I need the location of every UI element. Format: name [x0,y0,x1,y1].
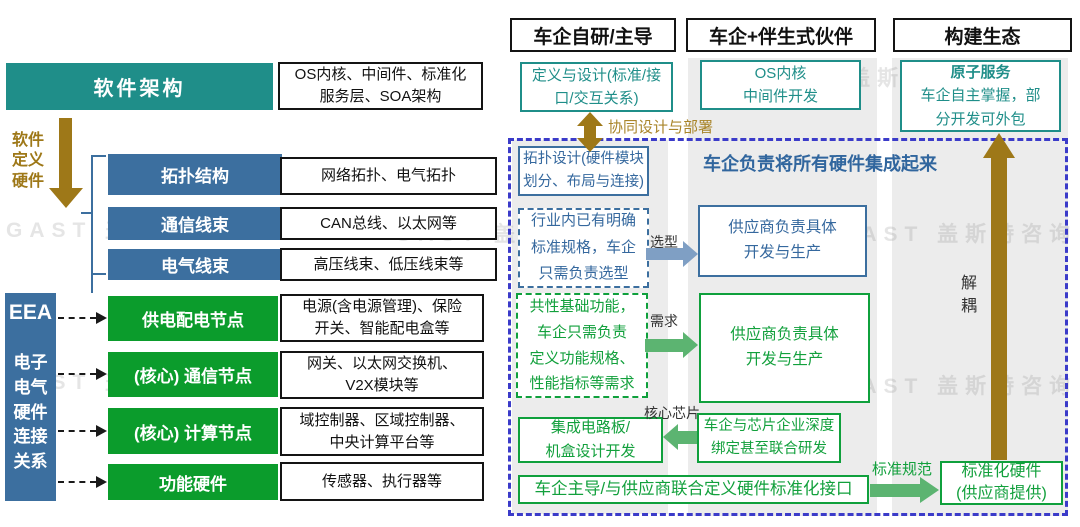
atomic-service-body: 车企自主掌握，部 分开发可外包 [920,87,1041,128]
bracket-middle-stub [81,212,91,214]
hardware-integration-frame [508,138,1068,516]
demand-label: 需求 [650,313,678,329]
decouple-arrowhead [983,133,1015,158]
column3-background-band [892,58,1068,516]
supplier-dev-blue-box: 供应商负责具体 开发与生产 [698,205,867,277]
bracket-bottom-stub [91,273,106,275]
common-function-box: 共性基础功能， 车企只需负责 定义功能规格、 性能指标等需求 [516,293,648,398]
core-chip-label: 核心芯片 [644,405,700,421]
chip-partnership-box: 车企与芯片企业深度 绑定甚至联合研发 [697,413,841,463]
core-chip-arrow-shaft [678,431,697,444]
collab-design-deploy-label: 协同设计与部署 [608,119,714,136]
computing-node-desc: 域控制器、区域控制器、 中央计算平台等 [280,407,484,456]
collab-arrow-shaft [584,125,596,139]
eea-arrowhead [96,476,107,488]
eea-dashed-line [58,373,96,375]
eea-arrowhead [96,368,107,380]
power-distribution-node-row: 供电配电节点 [108,296,278,341]
selection-arrow-shaft [646,248,683,260]
bracket-vertical-line [91,155,93,293]
software-defines-hardware-label: 软件 定义 硬件 [12,132,45,190]
header-oem-plus-partner: 车企+伴生式伙伴 [686,18,876,52]
communication-harness-row: 通信线束 [108,207,282,240]
communication-node-row: (核心) 通信节点 [108,352,278,397]
integration-title: 车企负责将所有硬件集成起来 [703,154,937,174]
standard-spec-arrowhead [920,477,939,503]
eea-dashed-line [58,430,96,432]
circuit-board-box: 集成电路板/ 机盒设计开发 [518,417,663,463]
supplier-dev-green-box: 供应商负责具体 开发与生产 [699,293,870,403]
computing-node-row: (核心) 计算节点 [108,408,278,454]
communication-harness-desc: CAN总线、以太网等 [280,207,497,240]
topology-structure-row: 拓扑结构 [108,154,282,195]
electrical-harness-row: 电气线束 [108,249,282,280]
eea-label: EEA [8,301,53,324]
topology-structure-desc: 网络拓扑、电气拓扑 [280,157,497,195]
eea-arrowhead [96,312,107,324]
core-chip-arrowhead [663,424,678,450]
electrical-harness-desc: 高压线束、低压线束等 [280,248,497,281]
eea-desc: 电子 电气 硬件 连接 关系 [13,353,48,472]
demand-arrow-shaft [645,339,683,352]
topology-design-box: 拓扑设计(硬件模块 划分、布局与连接) [518,146,649,196]
standard-selection-box: 行业内已有明确 标准规格，车企 只需负责选型 [518,208,649,288]
header-oem-self-developed: 车企自研/主导 [510,18,676,52]
standard-interface-box: 车企主导/与供应商联合定义硬件标准化接口 [518,475,869,504]
software-defines-hardware-arrow [59,118,72,190]
functional-hardware-row: 功能硬件 [108,464,278,500]
define-design-box: 定义与设计(标准/接 口/交互关系) [520,62,673,112]
decouple-arrow-shaft [991,156,1007,460]
software-defines-hardware-arrowhead [49,188,83,208]
eea-dashed-line [58,481,96,483]
eea-dashed-line [58,317,96,319]
software-architecture-desc: OS内核、中间件、标准化 服务层、SOA架构 [278,62,483,110]
decouple-label: 解 耦 [961,275,978,316]
eea-box: EEA 电子 电气 硬件 连接 关系 [5,293,56,501]
header-build-ecosystem: 构建生态 [893,18,1072,52]
selection-label: 选型 [650,234,678,250]
atomic-service-title: 原子服务 [950,64,1011,82]
standard-spec-label: 标准规范 [872,461,933,478]
collab-arrow-down-head [577,138,603,152]
standard-spec-arrow-shaft [870,484,922,497]
communication-node-desc: 网关、以太网交换机、 V2X模块等 [280,351,484,399]
selection-arrowhead [683,241,698,267]
collab-arrow-up-head [577,112,603,126]
demand-arrowhead [683,332,698,358]
atomic-service-box: 原子服务 车企自主掌握，部 分开发可外包 [900,60,1061,132]
bracket-top-stub [91,155,106,157]
software-architecture-box: 软件架构 [6,63,273,110]
eea-arrowhead [96,425,107,437]
os-kernel-middleware-box: OS内核 中间件开发 [700,60,861,110]
standard-hardware-box: 标准化硬件 (供应商提供) [940,461,1063,505]
power-distribution-node-desc: 电源(含电源管理)、保险 开关、智能配电盒等 [280,294,484,342]
functional-hardware-desc: 传感器、执行器等 [280,462,484,501]
